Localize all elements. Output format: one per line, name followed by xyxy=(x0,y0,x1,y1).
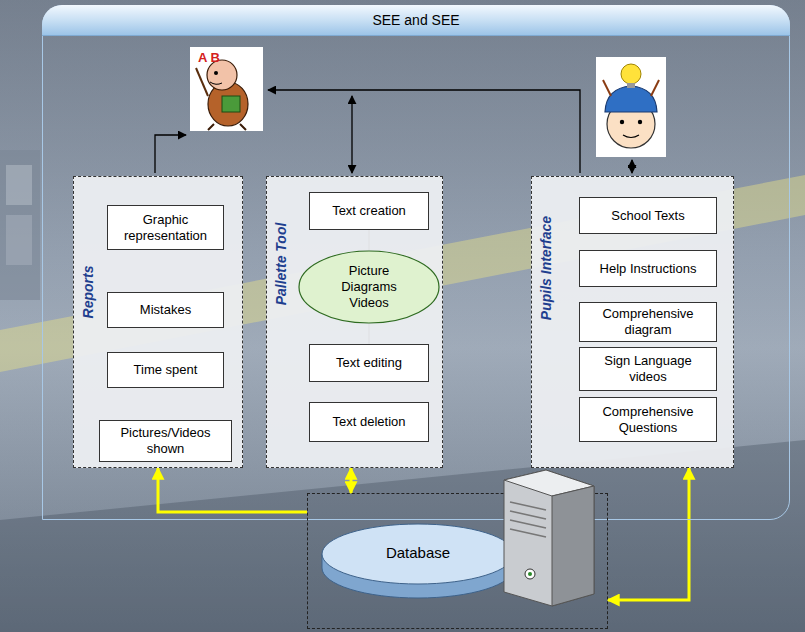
process-box: Text editing xyxy=(309,344,429,382)
module-panel: Pupils Interface School TextsHelp Instruc… xyxy=(531,176,734,468)
node-text: Sign Language videos xyxy=(585,353,711,384)
node-text: Reports xyxy=(80,266,96,319)
node-text: Picture Diagrams Videos xyxy=(329,263,409,312)
node-text: Comprehensive Questions xyxy=(585,404,711,435)
data-flow-arrow xyxy=(350,468,353,493)
process-box: Comprehensive Questions xyxy=(579,397,717,442)
pupil-illustration xyxy=(596,57,666,157)
node-text: Graphic representation xyxy=(113,212,218,243)
node-text: Pallette Tool xyxy=(273,223,289,306)
process-box: Text deletion xyxy=(309,402,429,442)
node-text: Time spent xyxy=(134,362,198,378)
process-box: Mistakes xyxy=(107,292,224,328)
process-box: Text creation xyxy=(309,192,429,230)
process-box: Comprehensive diagram xyxy=(579,302,717,342)
data-flow-arrow xyxy=(158,468,307,512)
teacher-connectors xyxy=(155,90,632,173)
process-box: Graphic representation xyxy=(107,205,224,250)
node-text: Database xyxy=(363,544,473,561)
module-panel: Pallette Tool Text creationPicture Diagra… xyxy=(266,176,443,468)
node-text: Text creation xyxy=(332,203,406,219)
node-text: SEE and SEE xyxy=(372,12,459,28)
system-frame: SEE and SEE Reports Graphic representation… xyxy=(42,5,790,520)
node-text: School Texts xyxy=(611,208,684,224)
database-illustration xyxy=(308,494,609,630)
teacher-illustration xyxy=(190,47,263,131)
node-text: Pupils Interface xyxy=(538,216,554,320)
process-box: Time spent xyxy=(107,352,224,388)
module-panel: Reports Graphic representationMistakesTim… xyxy=(73,176,243,468)
process-box: Pictures/Videos shown xyxy=(99,420,232,462)
illustration-letters: A B xyxy=(198,50,220,65)
node-text: Mistakes xyxy=(140,302,191,318)
data-flow-arrow xyxy=(608,468,689,600)
node-text: Text editing xyxy=(336,355,402,371)
process-box: Sign Language videos xyxy=(579,347,717,391)
title-band: SEE and SEE xyxy=(42,5,790,36)
media-ellipse: Picture Diagrams Videos xyxy=(298,250,440,324)
node-text: Help Instructions xyxy=(600,261,697,277)
process-box: Help Instructions xyxy=(579,250,717,287)
node-text: Comprehensive diagram xyxy=(585,306,711,337)
node-text: Text deletion xyxy=(333,414,406,430)
node-text: Pictures/Videos shown xyxy=(105,425,226,456)
database-box: Database xyxy=(307,493,608,629)
process-box: School Texts xyxy=(579,197,717,234)
